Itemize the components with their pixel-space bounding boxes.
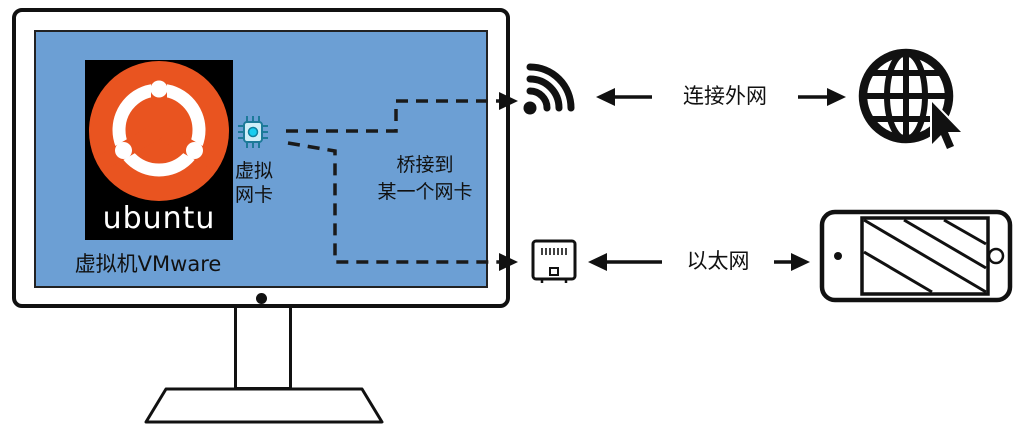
bridge-note: 桥接到 某一个网卡 bbox=[353, 152, 497, 205]
wifi-link-left-arrowhead bbox=[596, 88, 615, 106]
wifi-link-label: 连接外网 bbox=[652, 83, 798, 110]
ubuntu-circle-of-friends-icon bbox=[89, 61, 229, 201]
ubuntu-wordmark: ubuntu bbox=[102, 201, 216, 236]
internet-globe-icon bbox=[858, 48, 963, 151]
tablet-device-icon bbox=[819, 209, 1013, 303]
bridge-note-line2: 某一个网卡 bbox=[377, 180, 473, 203]
monitor-stand-neck bbox=[234, 304, 292, 390]
vm-screen: ubuntu 虚拟 网卡 桥接到 某一个网卡 bbox=[34, 30, 488, 288]
monitor-stand-base bbox=[144, 387, 384, 424]
ethernet-link-left-arrowhead bbox=[588, 253, 607, 271]
virtual-nic-chip-icon bbox=[238, 116, 268, 148]
monitor-frame: ubuntu 虚拟 网卡 桥接到 某一个网卡 bbox=[12, 8, 510, 308]
virtual-nic-label-line2: 网卡 bbox=[234, 183, 273, 206]
bridge-note-line1: 桥接到 bbox=[396, 154, 454, 176]
ubuntu-logo: ubuntu bbox=[85, 60, 233, 240]
virtual-nic-label: 虚拟 网卡 bbox=[223, 160, 285, 208]
wifi-link-right-arrowhead bbox=[827, 88, 846, 106]
cursor-arrow-icon bbox=[930, 100, 963, 151]
virtual-nic-label-line1: 虚拟 bbox=[234, 160, 273, 182]
ethernet-link-right-arrowhead bbox=[791, 253, 810, 271]
wifi-icon bbox=[523, 63, 575, 115]
monitor-power-dot bbox=[256, 293, 267, 304]
vm-label: 虚拟机VMware bbox=[74, 252, 222, 276]
ethernet-port-icon bbox=[531, 239, 577, 283]
ethernet-link-label: 以太网 bbox=[662, 248, 774, 275]
